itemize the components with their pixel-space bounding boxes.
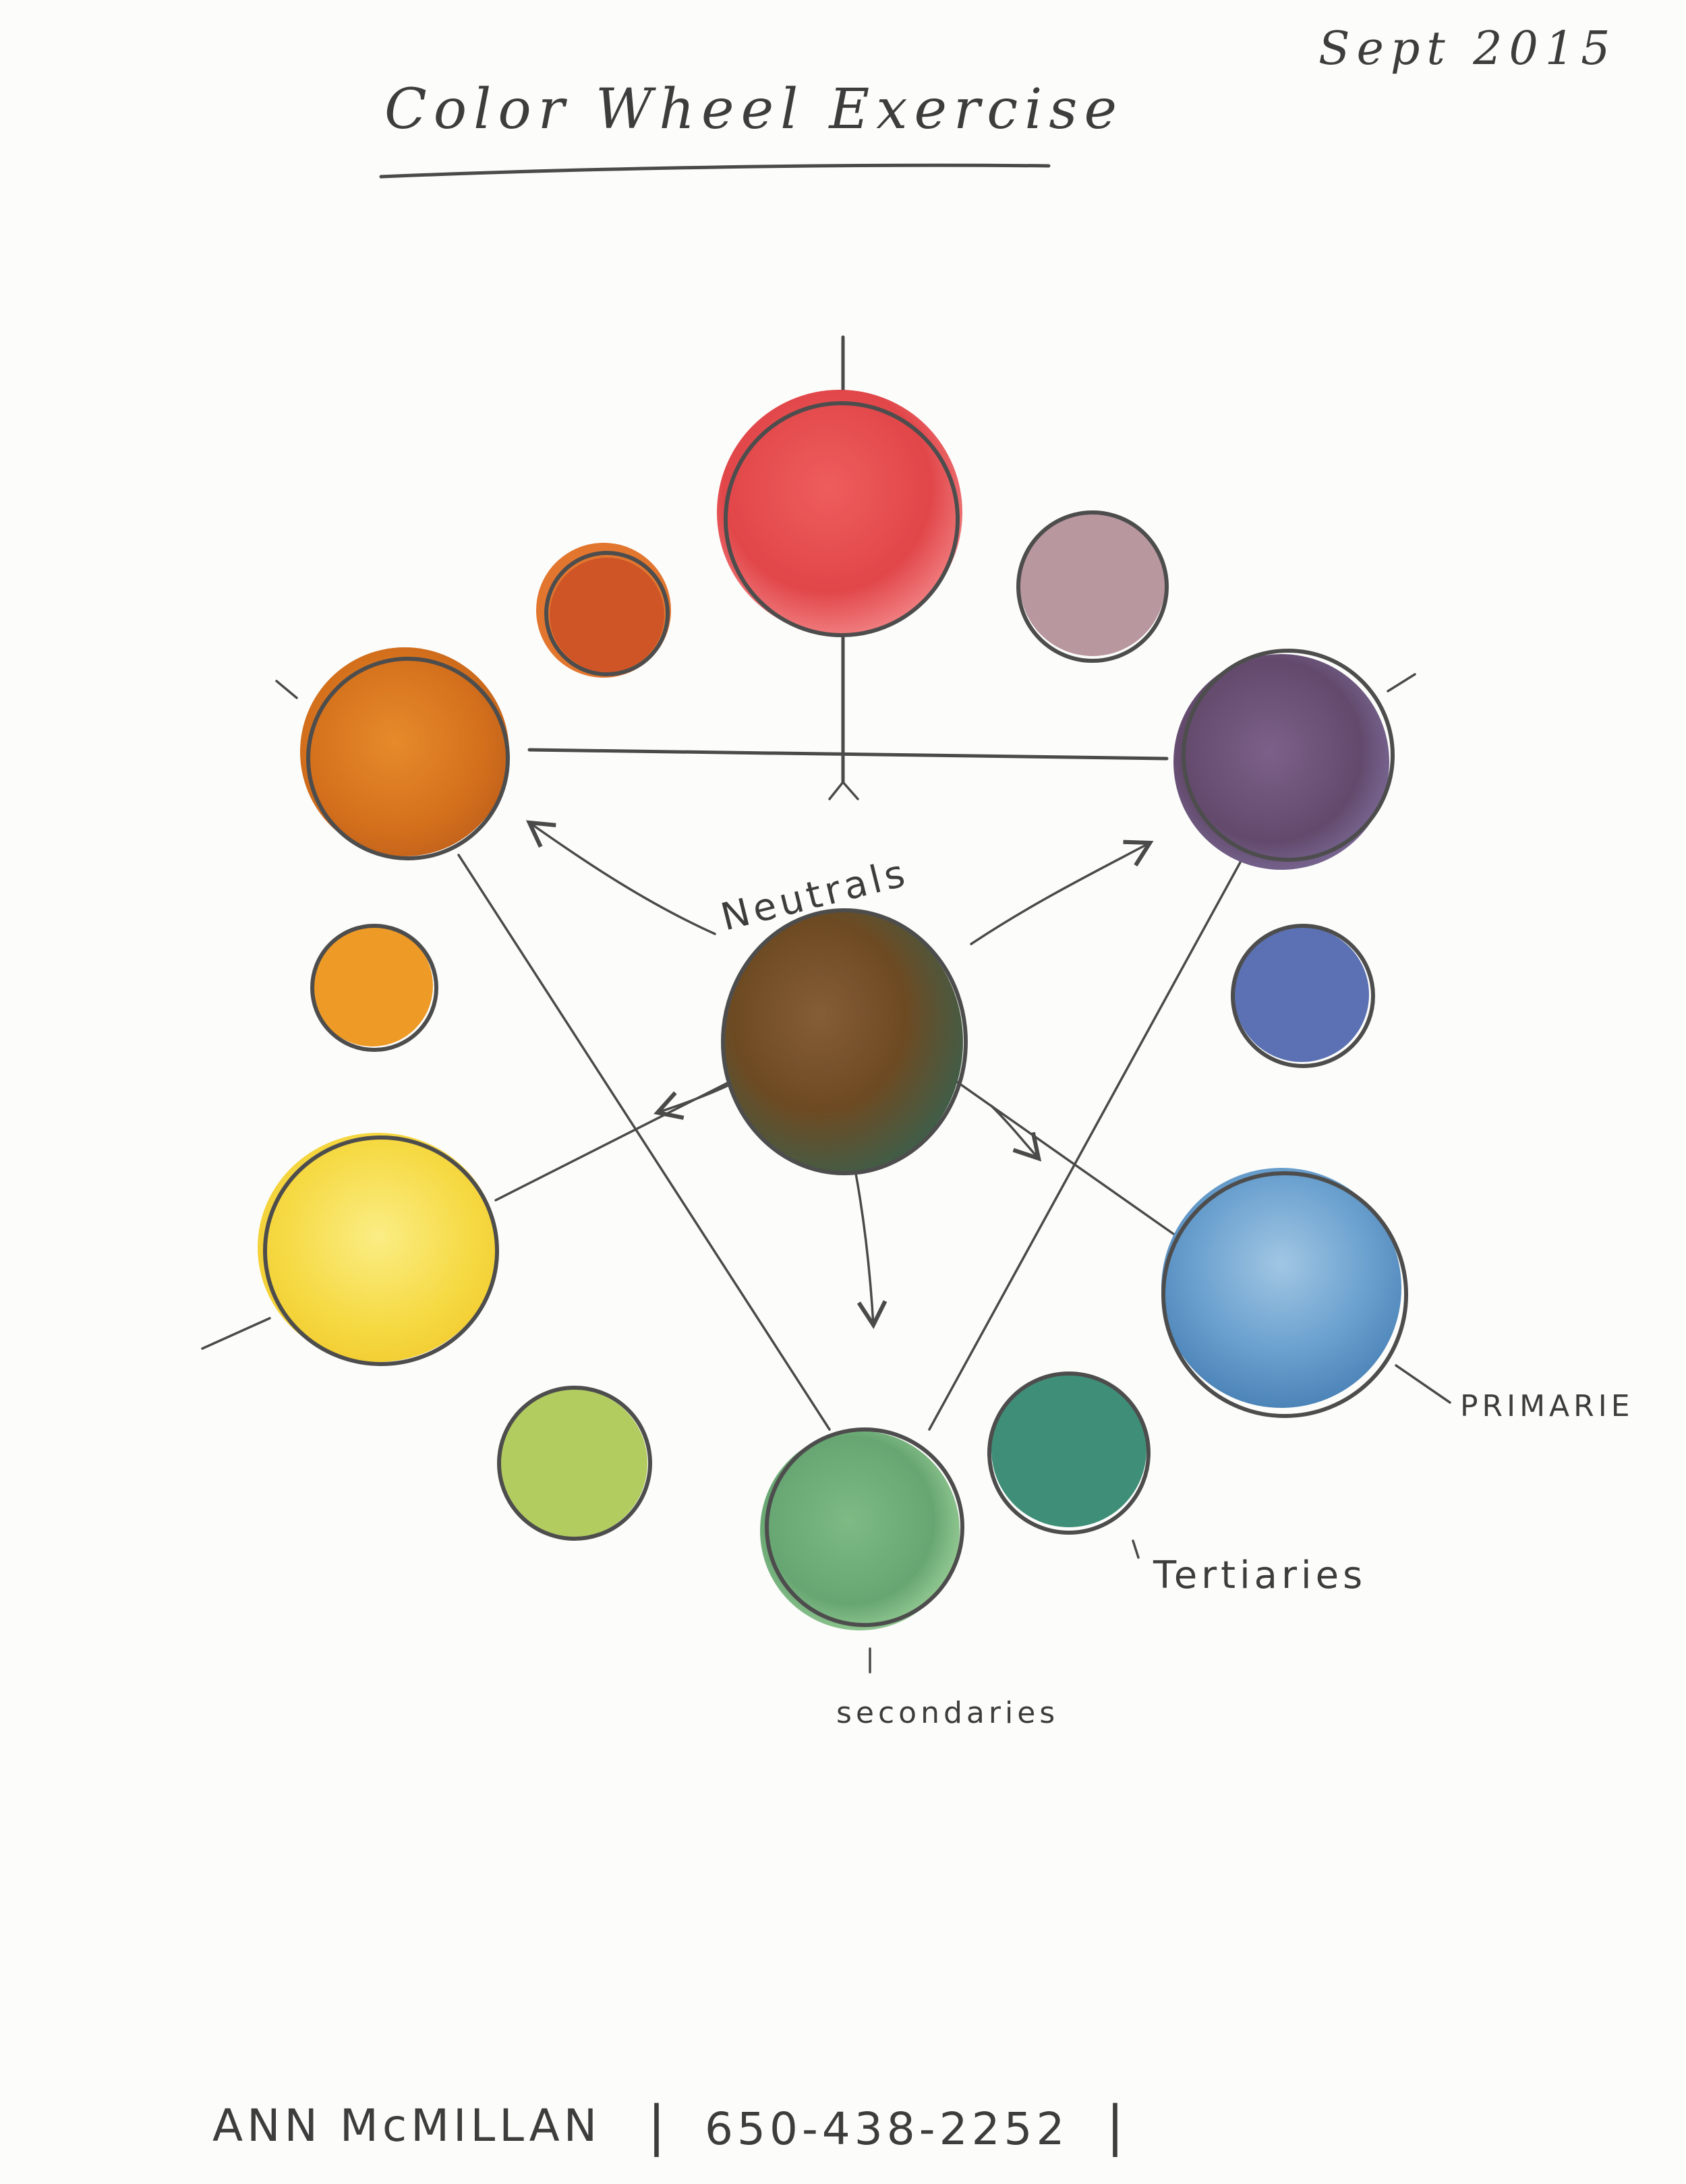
green-outline [765,1427,964,1627]
red-orange-swatch [536,543,671,678]
orange-tick [275,680,298,699]
artist-name: ANN McMILLAN [212,2100,601,2152]
blue-green-fill [991,1372,1146,1527]
primaries-label: PRIMARIE [1460,1389,1634,1423]
blue-green-swatch [987,1371,1151,1535]
arrow-to-violet [970,839,1154,945]
blue-swatch [1161,1168,1408,1418]
red-outline [724,401,960,637]
primaries-pointer [1395,1364,1451,1404]
up-arrowhead [828,781,859,800]
violet-swatch [1173,649,1395,870]
neutral-fill [723,910,963,1173]
orange-outline [306,657,510,860]
blue-violet-outline [1231,924,1375,1068]
violet-outline [1182,649,1395,862]
red-violet-swatch [1016,510,1169,663]
orange-violet-line [527,748,1169,761]
blue-fill [1161,1168,1401,1408]
yellow-orange-fill [312,925,433,1046]
violet-green-line [928,854,1246,1431]
arrow-to-green [854,1169,888,1330]
neutral-blue-line [923,1057,1175,1235]
yellow-swatch [258,1133,499,1366]
orange-green-line [457,854,831,1431]
blue-outline [1161,1171,1408,1418]
blue-violet-fill [1234,927,1369,1062]
green-swatch [760,1427,964,1630]
footer-separator-1: | [647,2094,670,2158]
red-violet-fill [1020,510,1165,656]
arrow-to-blue [990,1104,1042,1162]
neutral-outline [721,908,968,1175]
tertiaries-pointer [1132,1539,1140,1559]
red-orange-outline [544,551,670,676]
yellow-green-fill [499,1389,647,1537]
neutral-arrows [525,781,1154,1330]
yellow-outline [263,1135,499,1366]
yellow-orange-outline [310,924,438,1052]
red-fill [717,390,962,635]
yellow-green-swatch [497,1386,652,1541]
date-label: Sept 2015 [1318,22,1617,76]
tertiaries-label: Tertiaries [1153,1554,1366,1597]
yellow-tick [201,1317,271,1350]
red-swatch [717,390,962,637]
yellow-green-outline [497,1386,652,1541]
connector-lines [201,335,1451,1674]
page-title: Color Wheel Exercise [384,78,1124,142]
red-violet-outline [1016,510,1169,663]
yellow-orange-swatch [310,924,438,1052]
red-orange-fill [550,558,664,672]
neutral-swatch [721,908,968,1175]
violet-tick [1387,673,1416,692]
orange-swatch [300,647,510,860]
orange-fill [300,647,509,856]
title-underline [379,163,1051,179]
violet-fill [1173,654,1389,870]
blue-violet-swatch [1231,924,1375,1068]
artist-phone: 650-438-2252 [705,2103,1069,2155]
arrow-to-orange [525,820,716,935]
yellow-fill [258,1133,498,1362]
blue-green-outline [987,1371,1151,1535]
secondaries-label: secondaries [836,1696,1059,1730]
footer-separator-2: | [1106,2094,1128,2158]
green-fill [760,1431,960,1630]
